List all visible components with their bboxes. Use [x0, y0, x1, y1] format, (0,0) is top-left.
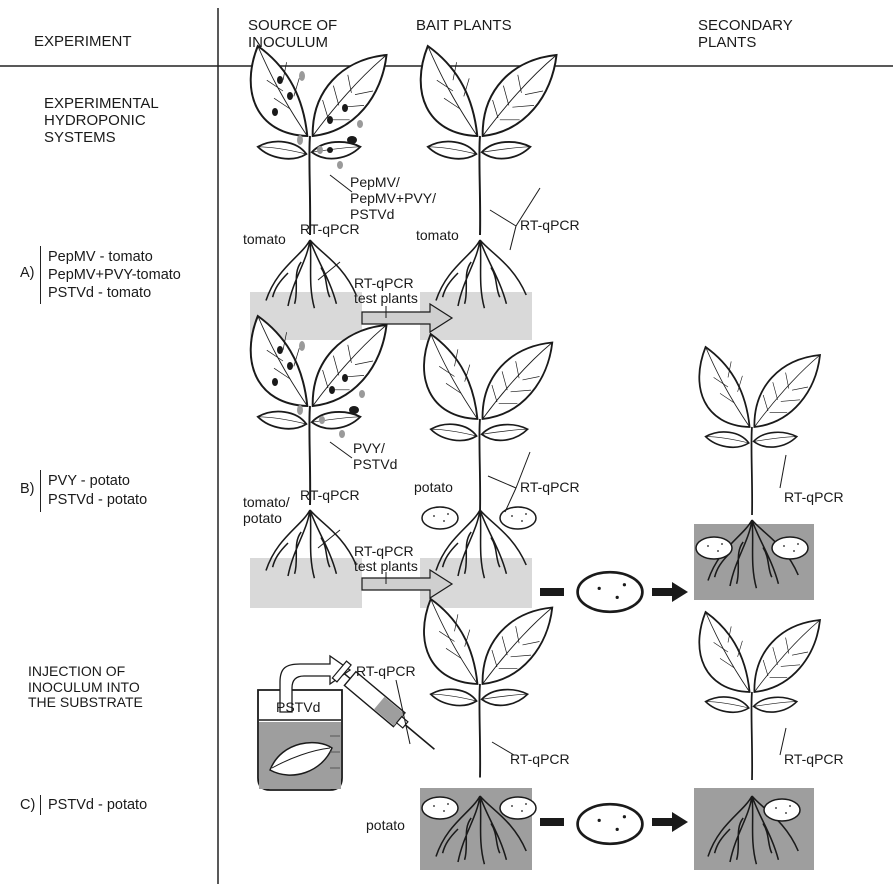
experiment-a-list: PepMV - tomato PepMV+PVY-tomato PSTVd - … [48, 248, 181, 302]
section-hydroponic-line3: SYSTEMS [44, 130, 159, 147]
row-c-illustration [258, 599, 820, 870]
experiment-c-line1: PSTVd - potato [48, 797, 147, 813]
experiment-a-letter: A) [20, 265, 35, 281]
row-a-root-assay-label: RT-qPCR test plants [354, 276, 418, 306]
section-hydroponic-line1: EXPERIMENTAL [44, 96, 159, 113]
row-b-source-tray [250, 558, 362, 608]
section-injection-line3: THE SUBSTRATE [28, 695, 143, 711]
row-a-pathogen-2: PepMV+PVY/ [350, 190, 436, 206]
row-a-pathogens-label: PepMV/ PepMV+PVY/ PSTVd [350, 174, 436, 222]
row-b-root-assay-line2: test plants [354, 559, 418, 574]
experiment-c-letter: C) [20, 797, 35, 813]
row-b-tuber [578, 572, 643, 612]
section-injection: INJECTION OF INOCULUM INTO THE SUBSTRATE [28, 664, 143, 711]
row-b-dash-1 [540, 588, 564, 596]
row-a-source-assay-label: RT-qPCR [300, 222, 360, 238]
row-a-root-assay-line1: RT-qPCR [354, 276, 418, 291]
row-c-inoculum-label: PSTVd [276, 700, 320, 716]
experiment-a-line1: PepMV - tomato [48, 248, 181, 266]
row-a-pathogen-1: PepMV/ [350, 174, 436, 190]
header-source: SOURCE OF INOCULUM [248, 18, 337, 52]
section-hydroponic-line2: HYDROPONIC [44, 113, 159, 130]
row-b-pathogens-label: PVY/ PSTVd [353, 440, 397, 472]
header-bait: BAIT PLANTS [416, 18, 512, 35]
header-secondary: SECONDARY PLANTS [698, 18, 793, 52]
row-c-bait-assay-label: RT-qPCR [510, 752, 570, 768]
experiment-b-line1: PVY - potato [48, 472, 147, 491]
row-b-source-plant-line2: potato [243, 510, 290, 526]
header-experiment: EXPERIMENT [34, 34, 132, 51]
row-c-secondary-assay-label: RT-qPCR [784, 752, 844, 768]
row-a-bait-assay-label: RT-qPCR [520, 218, 580, 234]
experiment-a-line3: PSTVd - tomato [48, 284, 181, 302]
row-b-secondary-assay-label: RT-qPCR [784, 490, 844, 506]
experiment-b-letter: B) [20, 481, 35, 497]
row-a-source-plant-label: tomato [243, 232, 286, 248]
row-b-to-secondary-arrow [652, 582, 688, 602]
row-b-illustration [250, 316, 820, 612]
row-a-bait-plant-label: tomato [416, 228, 459, 244]
row-c-bait-plant-label: potato [366, 818, 405, 834]
row-b-secondary-substrate [694, 524, 814, 600]
row-b-bait-plant-label: potato [414, 480, 453, 496]
experiment-c-bracket [40, 795, 41, 815]
section-injection-line2: INOCULUM INTO [28, 680, 143, 696]
row-b-root-assay-line1: RT-qPCR [354, 544, 418, 559]
row-b-source-plant-line1: tomato/ [243, 494, 290, 510]
row-b-pathogen-1: PVY/ [353, 440, 397, 456]
row-b-root-assay-label: RT-qPCR test plants [354, 544, 418, 574]
experiment-a-bracket [40, 246, 41, 304]
row-a-root-assay-line2: test plants [354, 291, 418, 306]
experiment-b-bracket [40, 470, 41, 512]
section-injection-line1: INJECTION OF [28, 664, 143, 680]
row-a-bait-plant [421, 46, 557, 308]
row-b-source-plant-label: tomato/ potato [243, 494, 290, 526]
header-secondary-line1: SECONDARY [698, 18, 793, 35]
row-b-bait-plant [422, 334, 552, 578]
header-source-line2: INOCULUM [248, 35, 337, 52]
header-source-line1: SOURCE OF [248, 18, 337, 35]
row-a-pathogen-3: PSTVd [350, 206, 436, 222]
row-c-to-secondary-arrow [652, 812, 688, 832]
row-c-injection-assay-label: RT-qPCR [356, 664, 416, 680]
experiment-b-line2: PSTVd - potato [48, 491, 147, 510]
row-b-pathogen-2: PSTVd [353, 456, 397, 472]
row-c-dash-1 [540, 818, 564, 826]
row-c-tuber [578, 804, 643, 844]
header-secondary-line2: PLANTS [698, 35, 793, 52]
experiment-b-list: PVY - potato PSTVd - potato [48, 472, 147, 510]
row-b-source-assay-label: RT-qPCR [300, 488, 360, 504]
experiment-a-line2: PepMV+PVY-tomato [48, 266, 181, 284]
row-b-bait-assay-label: RT-qPCR [520, 480, 580, 496]
section-hydroponic: EXPERIMENTAL HYDROPONIC SYSTEMS [44, 96, 159, 146]
